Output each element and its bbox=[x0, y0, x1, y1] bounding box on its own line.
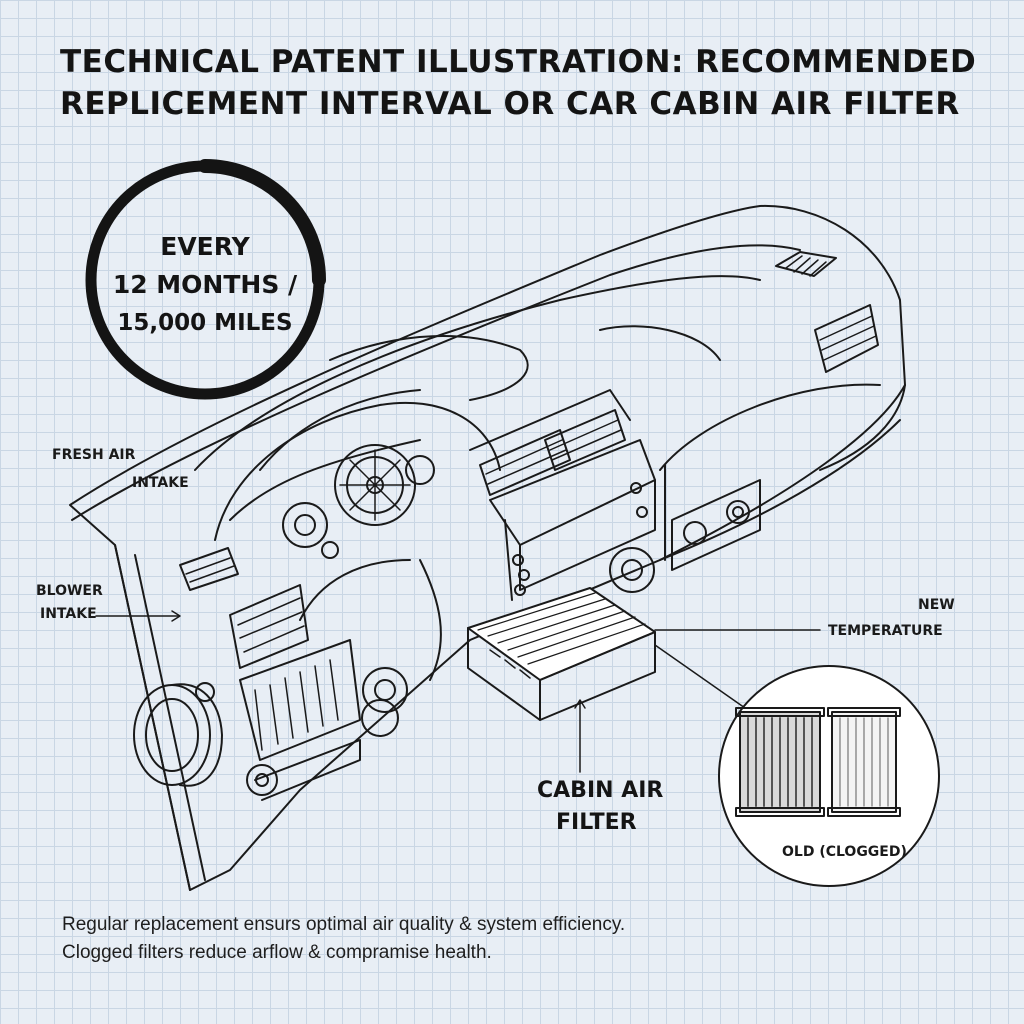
center-console bbox=[489, 439, 656, 601]
interval-line-3: 15,000 MILES bbox=[117, 310, 293, 336]
right-vent bbox=[814, 304, 879, 373]
interval-line-2: 12 MONTHS / bbox=[112, 270, 298, 299]
blower-intake-label: INTAKE bbox=[40, 606, 97, 622]
steering-section bbox=[229, 389, 442, 681]
dash-top-contours bbox=[194, 275, 761, 471]
fresh-air-intake-label: INTAKE bbox=[132, 475, 189, 491]
top-vent bbox=[775, 251, 837, 277]
blower-mechanism bbox=[239, 639, 408, 801]
fresh-air-label: FRESH AIR bbox=[52, 447, 136, 463]
blower-housing bbox=[133, 682, 223, 787]
center-vents bbox=[469, 389, 631, 496]
title-line-2: REPLICEMENT INTERVAL OR CAR CABIN AIR FI… bbox=[60, 86, 960, 122]
old-clogged-label: OLD (CLOGGED) bbox=[782, 844, 907, 860]
interval-ring bbox=[85, 159, 326, 400]
cabin-air-label: CABIN AIR bbox=[537, 778, 664, 803]
blower-label: BLOWER bbox=[36, 583, 103, 599]
temperature-label: TEMPERATURE bbox=[828, 623, 943, 639]
instrument-cluster bbox=[214, 401, 501, 559]
filter-label: FILTER bbox=[556, 810, 637, 835]
caption-line-2: Clogged filters reduce arflow & comprami… bbox=[62, 942, 492, 963]
interval-line-1: EVERY bbox=[160, 232, 250, 261]
cabin-filter-installed bbox=[467, 587, 656, 721]
left-vents bbox=[179, 547, 309, 669]
filter-comparison bbox=[718, 665, 940, 887]
climate-control bbox=[609, 479, 761, 593]
caption-line-1: Regular replacement ensurs optimal air q… bbox=[62, 914, 626, 935]
title-line-1: TECHNICAL PATENT ILLUSTRATION: RECOMMEND… bbox=[60, 44, 977, 80]
new-label: NEW bbox=[918, 597, 955, 613]
leader-lines bbox=[95, 610, 821, 773]
